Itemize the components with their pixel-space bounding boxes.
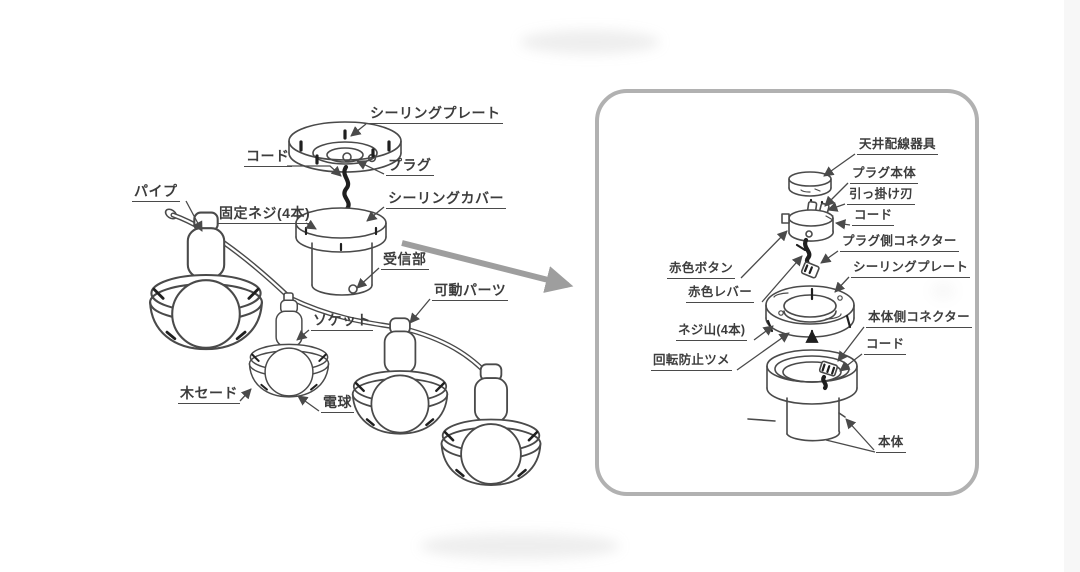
- label-body-side-connector: 本体側コネクター: [866, 310, 972, 328]
- artifact-smudge-right: [930, 282, 956, 300]
- label-pipe: パイプ: [132, 183, 180, 203]
- label-cord-lower: コード: [864, 337, 907, 355]
- label-receiver: 受信部: [381, 251, 429, 271]
- lamp-unit-4: [440, 363, 542, 487]
- label-hook-blades: 引っ掛け刃: [847, 187, 916, 205]
- inset-drawing: [595, 89, 979, 496]
- label-red-button: 赤色ボタン: [667, 261, 736, 279]
- right-edge-band: [1064, 0, 1080, 572]
- red-button-drawing: [781, 213, 790, 224]
- label-cord-upper: コード: [852, 208, 895, 226]
- label-plug-body: プラグ本体: [850, 166, 919, 184]
- label-ceiling-cover: シーリングカバー: [386, 190, 506, 210]
- plug-body-drawing: [781, 198, 834, 279]
- artifact-smudge-bottom: [420, 533, 620, 559]
- label-plug: プラグ: [386, 157, 434, 177]
- red-lever-drawing: [795, 243, 807, 252]
- artifact-smudge-top: [520, 30, 660, 54]
- label-socket: ソケット: [311, 312, 373, 332]
- label-bulb: 電球: [321, 394, 354, 414]
- inset-ceiling-plate-drawing: [765, 285, 855, 341]
- label-inset-ceiling-plate: シーリングプレート: [851, 260, 971, 278]
- body-side-connector-drawing: [818, 360, 839, 377]
- label-anti-rotation-tab: 回転防止ツメ: [651, 353, 732, 371]
- main-body-drawing: [747, 349, 858, 442]
- label-fixing-screws: 固定ネジ(4本): [217, 205, 313, 225]
- lamp-unit-1: [148, 211, 264, 351]
- ceiling-plate-drawing: [288, 121, 402, 173]
- label-screw-threads: ネジ山(4本): [676, 323, 748, 341]
- label-ceiling-plate: シーリングプレート: [368, 105, 503, 125]
- main-fixture-drawing: [148, 121, 542, 487]
- inset-leader-lines: [736, 153, 876, 453]
- label-wood-shade: 木セード: [178, 385, 240, 405]
- label-ceiling-wiring-device: 天井配線器具: [857, 137, 938, 155]
- label-red-lever: 赤色レバー: [686, 285, 755, 303]
- label-main-body: 本体: [876, 435, 906, 453]
- label-plug-side-connector: プラグ側コネクター: [840, 234, 959, 252]
- ceiling-wiring-device-drawing: [788, 171, 832, 197]
- inset-lower-cord-drawing: [821, 374, 828, 391]
- label-cord: コード: [244, 148, 292, 168]
- zoom-arrow: [401, 240, 574, 293]
- main-leader-lines: [185, 123, 431, 412]
- label-movable-part: 可動パーツ: [432, 282, 509, 302]
- receiver-drawing: [348, 284, 358, 294]
- plug-side-connector-drawing: [800, 261, 820, 279]
- ceiling-cover-drawing: [295, 207, 387, 296]
